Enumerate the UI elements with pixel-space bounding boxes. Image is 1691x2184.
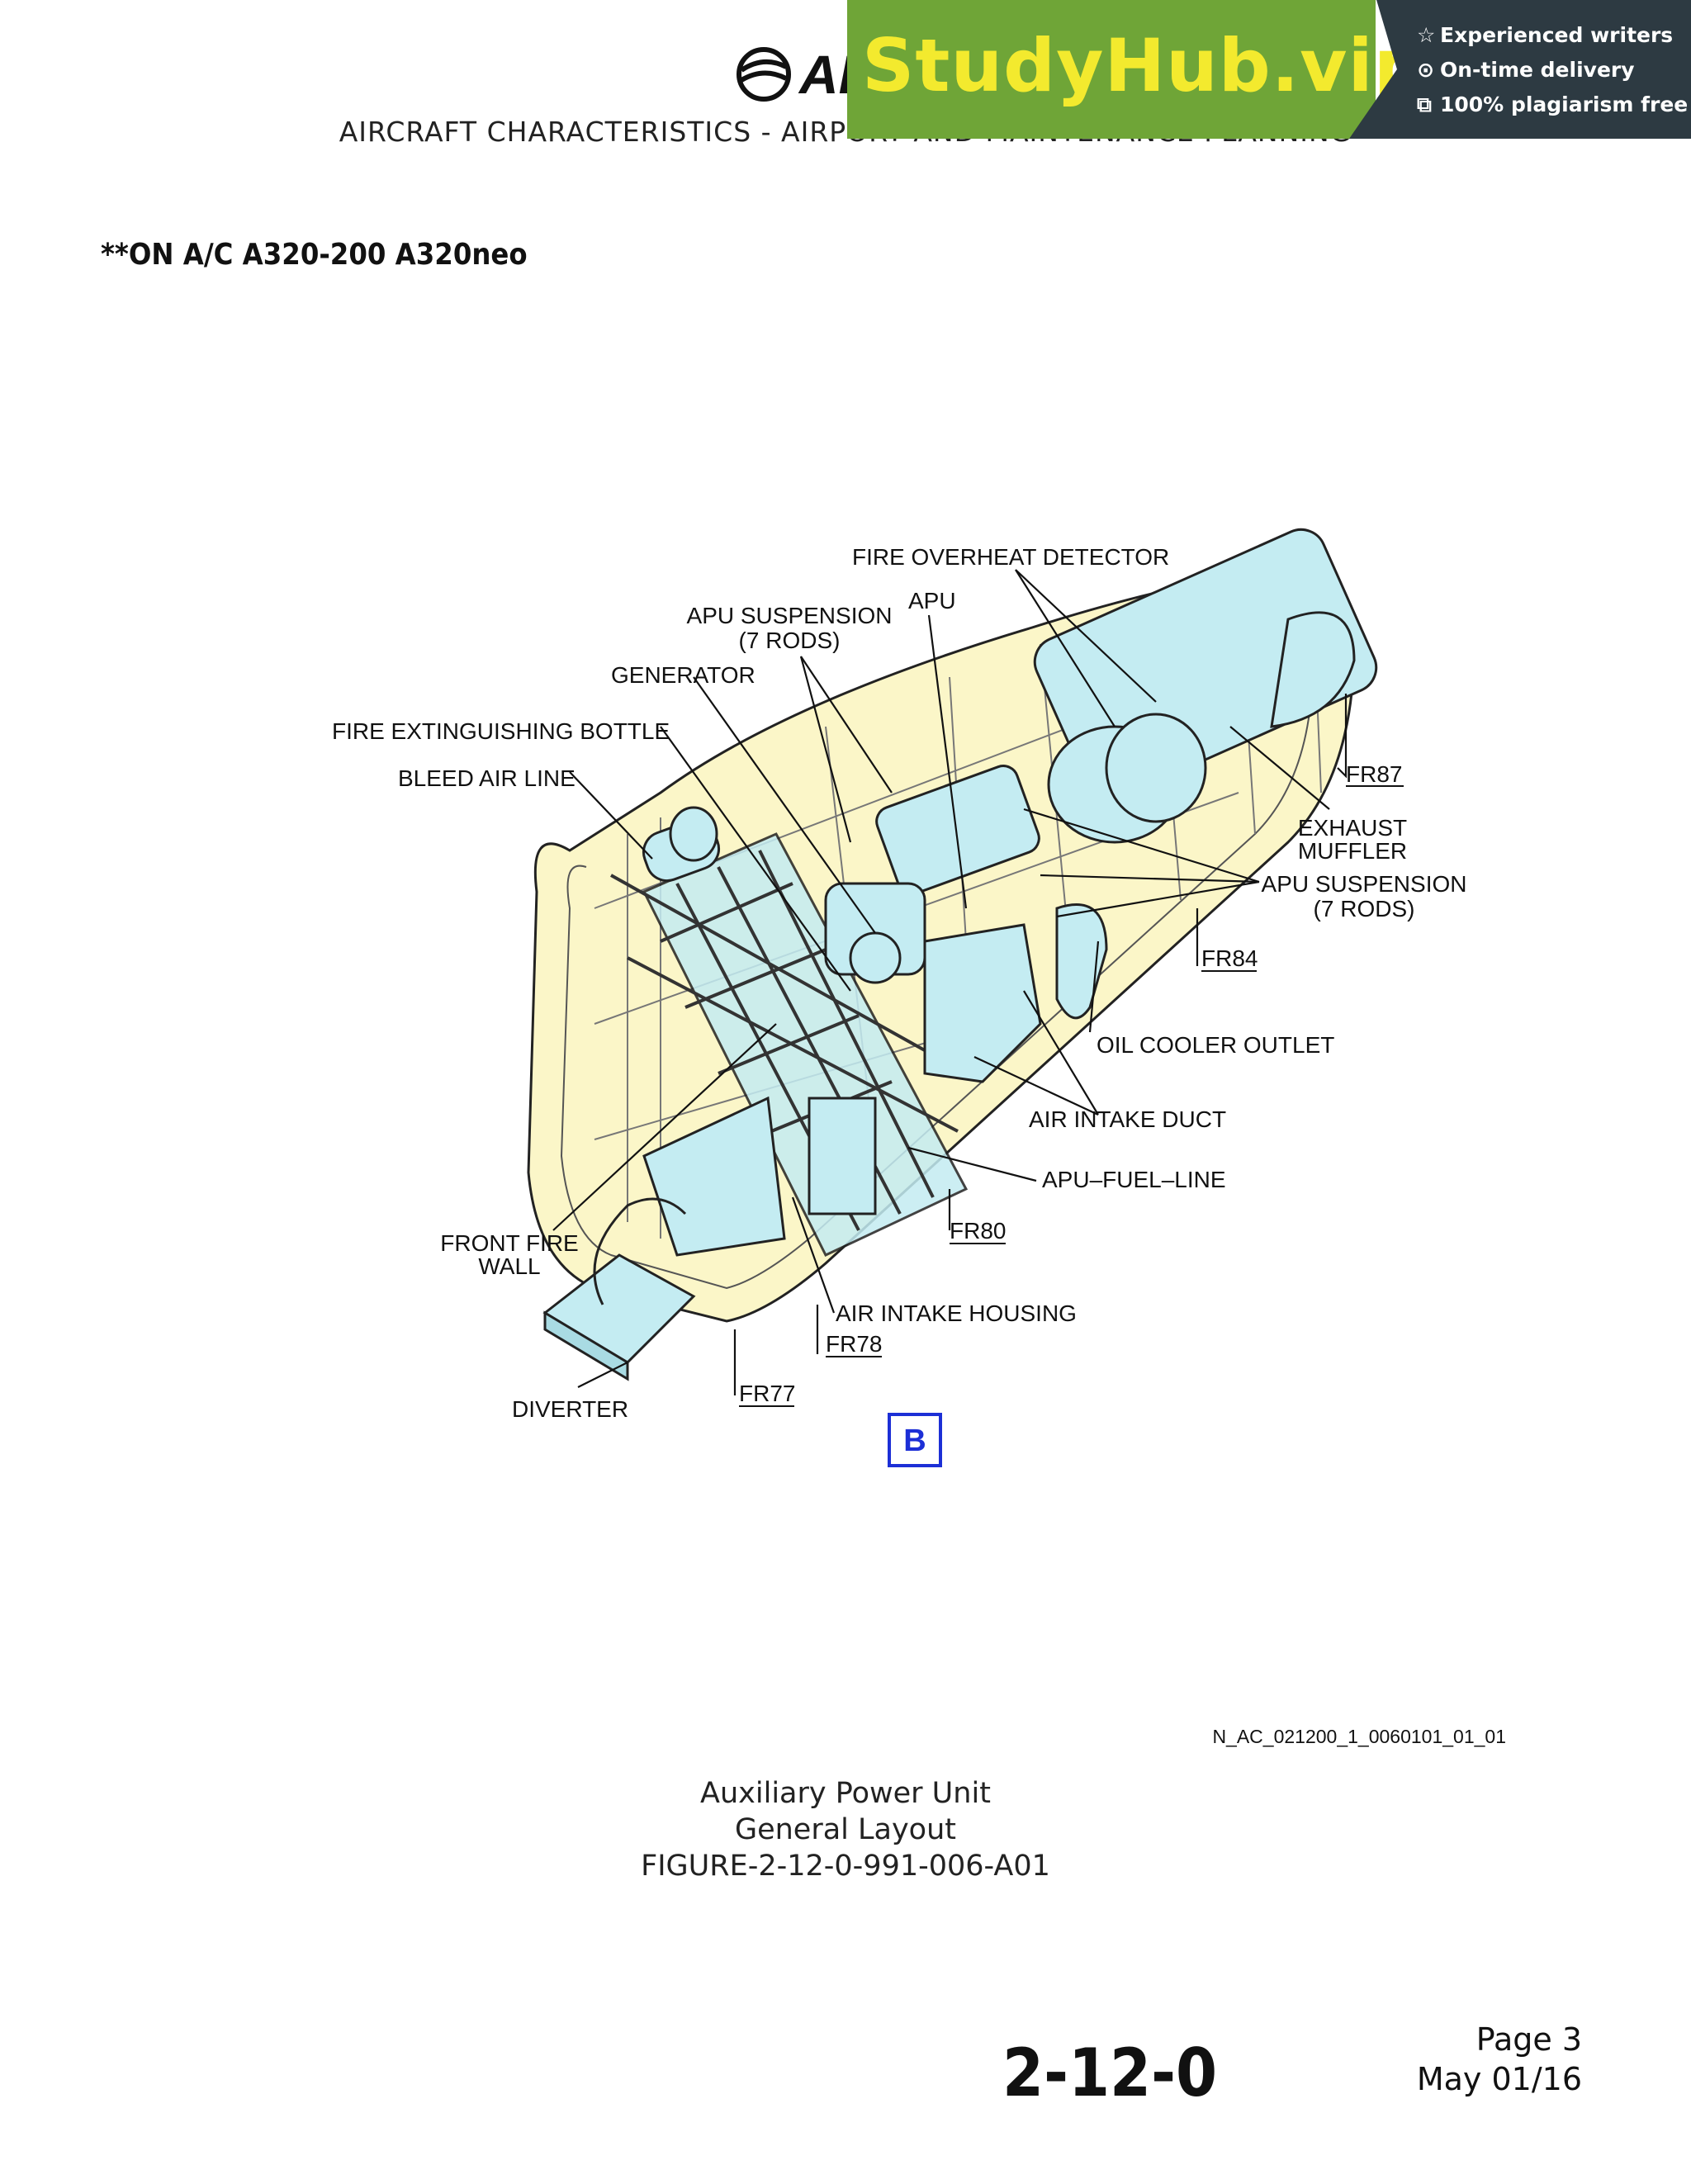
label-apu-suspension-right: APU SUSPENSION [1262, 871, 1467, 897]
revision-date: May 01/16 [1416, 2061, 1582, 2097]
drawing-id: N_AC_021200_1_0060101_01_01 [1212, 1726, 1506, 1747]
apu-components [542, 528, 1378, 1381]
label-air-intake-housing: AIR INTAKE HOUSING [836, 1300, 1077, 1326]
frame-underlines [739, 785, 1404, 1407]
label-apu: APU [908, 588, 956, 614]
label-apu-fuel-line: APU–FUEL–LINE [1042, 1167, 1226, 1192]
label-fr80: FR80 [950, 1218, 1006, 1244]
label-bleed-air-line: BLEED AIR LINE [398, 765, 576, 791]
clock-icon: ⊙ [1417, 58, 1434, 82]
label-diverter: DIVERTER [512, 1396, 628, 1422]
label-exhaust: EXHAUST [1298, 815, 1407, 841]
label-apu-suspension-top: APU SUSPENSION [687, 603, 893, 628]
view-b-label: B [903, 1424, 926, 1458]
label-front-fire: FRONT FIRE [440, 1230, 578, 1256]
banner-feature-label: Experienced writers [1440, 23, 1674, 47]
applicability-note: **ON A/C A320-200 A320neo [101, 238, 528, 272]
section-number: 2-12-0 [1002, 2035, 1218, 2111]
caption-line-2: General Layout [734, 1813, 957, 1846]
label-generator: GENERATOR [611, 662, 756, 688]
label-fr77: FR77 [739, 1381, 795, 1406]
banner-green-panel: StudyHub.vip [847, 0, 1426, 139]
airbus-swirl-icon [737, 47, 791, 102]
banner-feature-delivery: ⊙On-time delivery [1417, 58, 1635, 82]
label-oil-cooler-outlet: OIL COOLER OUTLET [1097, 1032, 1334, 1058]
studyhub-banner[interactable]: StudyHub.vip ☆Experienced writers ⊙On-ti… [847, 0, 1691, 139]
leader-lines [552, 569, 1348, 1395]
banner-feature-label: On-time delivery [1440, 58, 1635, 82]
label-fire-overheat-detector: FIRE OVERHEAT DETECTOR [852, 544, 1169, 570]
label-muffler: MUFFLER [1298, 838, 1407, 864]
banner-brand: StudyHub.vip [862, 23, 1427, 108]
banner-feature-writers: ☆Experienced writers [1417, 23, 1673, 47]
banner-dark-panel [1349, 0, 1691, 139]
label-fr84: FR84 [1201, 945, 1258, 971]
star-icon: ☆ [1417, 23, 1436, 47]
label-fr78: FR78 [826, 1331, 882, 1357]
banner-feature-label: 100% plagiarism free [1440, 92, 1689, 116]
figure-number: FIGURE-2-12-0-991-006-A01 [641, 1850, 1050, 1883]
label-apu-suspension-top-rods: (7 RODS) [739, 628, 841, 653]
label-fire-extinguishing-bottle: FIRE EXTINGUISHING BOTTLE [332, 718, 670, 744]
copy-icon: ⧉ [1417, 92, 1432, 116]
caption-line-1: Auxiliary Power Unit [700, 1777, 991, 1810]
view-b-marker[interactable]: B [888, 1413, 942, 1467]
label-wall: WALL [478, 1253, 540, 1279]
label-apu-suspension-right-rods: (7 RODS) [1314, 896, 1415, 921]
banner-feature-plagiarism: ⧉ 100% plagiarism free [1417, 92, 1688, 117]
diagram-labels: FIRE OVERHEAT DETECTOR APU APU SUSPENSIO… [332, 544, 1466, 1422]
label-fr87: FR87 [1346, 761, 1402, 787]
label-air-intake-duct: AIR INTAKE DUCT [1029, 1106, 1226, 1132]
page-number: Page 3 [1475, 2021, 1582, 2058]
